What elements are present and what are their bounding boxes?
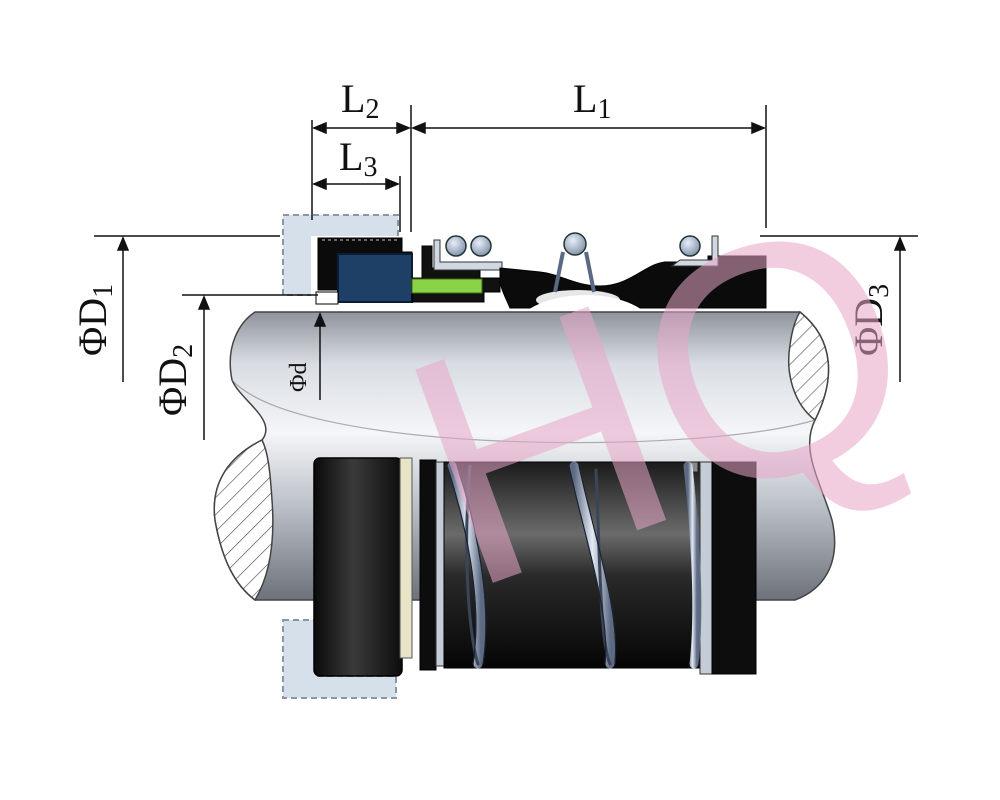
dimension-labels: L2 L1 L3 ΦD1 ΦD2 ΦD3 Φd <box>70 76 895 416</box>
retainer-left <box>433 239 503 271</box>
label-l1: L1 <box>573 76 611 125</box>
o-ring <box>470 235 492 257</box>
seal-cross-section <box>282 214 767 310</box>
label-l2: L2 <box>341 76 379 125</box>
shaft-section-left <box>213 438 274 602</box>
stationary-seat-body <box>313 457 403 677</box>
label-d3: ΦD3 <box>846 284 895 356</box>
dimension-lines <box>94 105 918 440</box>
seal-face <box>411 278 483 294</box>
seal-exterior-view <box>282 457 757 699</box>
spring-wire-section <box>563 232 587 256</box>
label-d: Φd <box>286 362 312 392</box>
shaft-section-right <box>788 310 830 422</box>
retainer-right <box>670 235 719 267</box>
stationary-seat <box>337 253 413 303</box>
o-ring <box>445 235 467 257</box>
label-d1: ΦD1 <box>70 284 119 356</box>
label-d2: ΦD2 <box>150 344 199 416</box>
o-ring <box>679 235 701 257</box>
label-l3: L3 <box>339 134 377 183</box>
spring <box>447 461 702 669</box>
